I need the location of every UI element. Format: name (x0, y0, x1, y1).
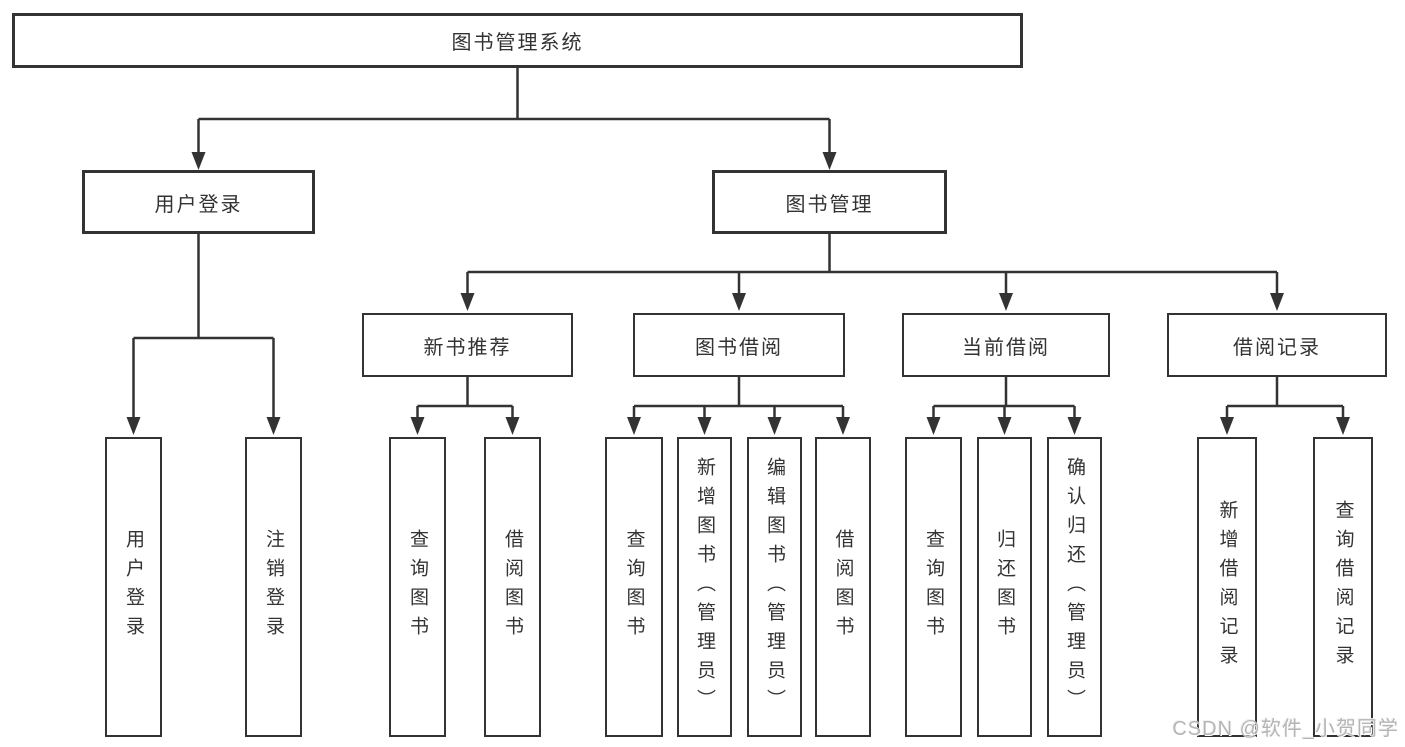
leaf-user-login: 用户登录 (105, 437, 162, 737)
connector-book-management-to-level3 (460, 234, 1284, 311)
connector-new-book-to-leaves (410, 377, 520, 435)
connector-book-borrow-to-leaves (627, 377, 850, 435)
leaf-current-confirm-return-admin: 确认归还（管理员） (1047, 437, 1102, 737)
connector-borrow-record-to-leaves (1220, 377, 1350, 435)
leaf-record-add-borrow-record: 新增借阅记录 (1197, 437, 1257, 737)
leaf-logout: 注销登录 (245, 437, 302, 737)
connector-root-to-level2 (191, 68, 837, 170)
leaf-current-query-books: 查询图书 (905, 437, 962, 737)
leaf-newbook-borrow-books: 借阅图书 (484, 437, 541, 737)
leaf-borrow-borrow-books: 借阅图书 (815, 437, 871, 737)
node-current-borrow: 当前借阅 (902, 313, 1110, 377)
leaf-borrow-add-book-admin: 新增图书（管理员） (677, 437, 732, 737)
leaf-current-return-books: 归还图书 (977, 437, 1032, 737)
connector-current-borrow-to-leaves (926, 377, 1082, 435)
node-library-management-system: 图书管理系统 (12, 13, 1023, 68)
node-borrow-records: 借阅记录 (1167, 313, 1387, 377)
node-new-book-recommend: 新书推荐 (362, 313, 573, 377)
leaf-newbook-query-books: 查询图书 (389, 437, 446, 737)
leaf-record-query-borrow-record: 查询借阅记录 (1313, 437, 1373, 737)
node-book-borrow: 图书借阅 (633, 313, 845, 377)
leaf-borrow-edit-book-admin: 编辑图书（管理员） (747, 437, 802, 737)
leaf-borrow-query-books: 查询图书 (605, 437, 663, 737)
connector-user-login-to-leaves (126, 234, 281, 435)
node-user-login-branch: 用户登录 (82, 170, 315, 234)
node-book-management-branch: 图书管理 (712, 170, 947, 234)
csdn-watermark: CSDN @软件_小贺同学 (1172, 718, 1399, 740)
